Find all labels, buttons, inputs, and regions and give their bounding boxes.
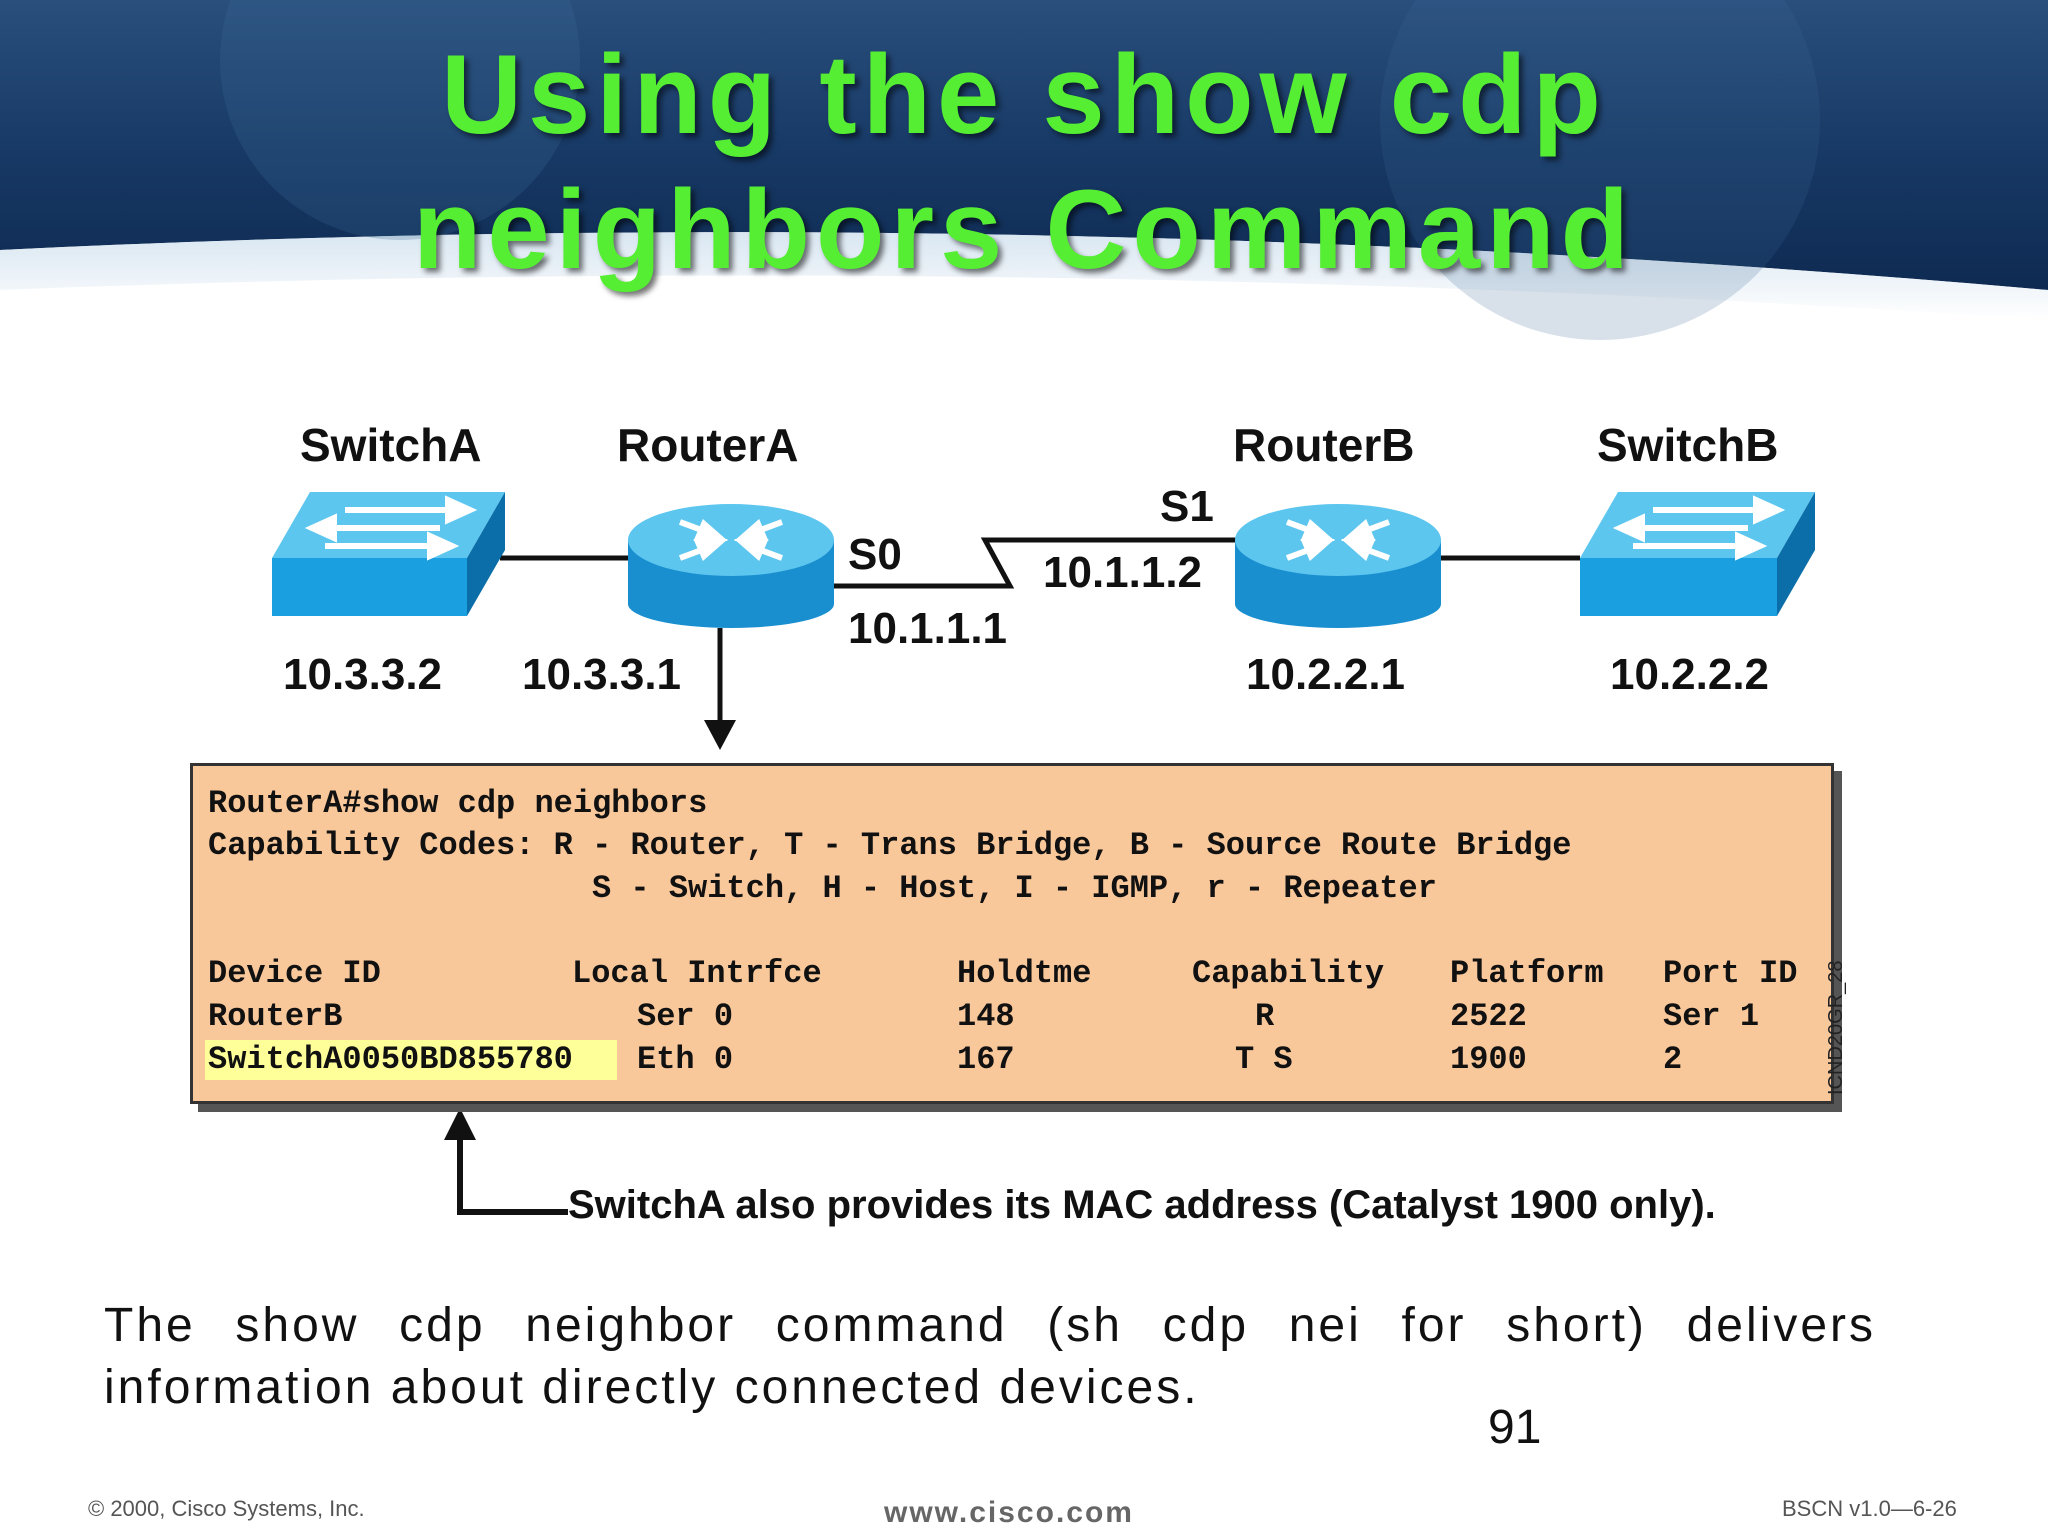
footer-url: www.cisco.com — [884, 1496, 1134, 1529]
switch-icon — [1580, 492, 1815, 616]
table-row-1-local-interface: Ser 0 — [637, 998, 734, 1035]
interface-s1: S1 — [1160, 482, 1214, 531]
description-text: The show cdp neighbor command (sh cdp ne… — [104, 1299, 1876, 1414]
device-label-routerb: RouterB — [1233, 419, 1415, 471]
output-prompt: RouterA#show cdp neighbors — [208, 785, 708, 822]
router-icon — [1235, 504, 1441, 628]
table-row-2-platform: 1900 — [1450, 1041, 1527, 1078]
device-label-switcha: SwitchA — [300, 419, 482, 471]
header-capability: Capability — [1192, 955, 1385, 992]
callout-text: SwitchA also provides its MAC address (C… — [568, 1183, 1716, 1227]
table-row-2-capability: T S — [1235, 1041, 1293, 1078]
interface-s0: S0 — [848, 530, 902, 579]
header-port-id: Port ID — [1663, 955, 1798, 992]
table-row-2-device-id: SwitchA0050BD855780 — [208, 1041, 573, 1078]
table-row-1-capability: R — [1255, 998, 1275, 1035]
serial-ip-routerb: 10.1.1.2 — [1043, 548, 1203, 597]
table-row-1-holdtime: 148 — [957, 998, 1015, 1035]
device-label-routera: RouterA — [617, 419, 799, 471]
ip-switcha: 10.3.3.2 — [283, 650, 443, 699]
header-device-id: Device ID — [208, 955, 381, 992]
output-capability-line-1: Capability Codes: R - Router, T - Trans … — [208, 827, 1572, 864]
footer-course-code: BSCN v1.0—6-26 — [1782, 1496, 1957, 1521]
router-icon — [628, 504, 834, 628]
footer-copyright: © 2000, Cisco Systems, Inc. — [88, 1496, 365, 1521]
header-holdtime: Holdtme — [957, 955, 1092, 992]
table-row-1-device-id: RouterB — [208, 998, 343, 1035]
ip-switchb: 10.2.2.2 — [1610, 650, 1770, 699]
figure-id-label: ICND20GR_28 — [1825, 960, 1847, 1095]
table-row-2-port-id: 2 — [1663, 1041, 1683, 1078]
header-platform: Platform — [1450, 955, 1604, 992]
device-label-switchb: SwitchB — [1597, 419, 1779, 471]
ip-routera: 10.3.3.1 — [522, 650, 682, 699]
page-number: 91 — [1488, 1401, 1542, 1454]
ip-routerb: 10.2.2.1 — [1246, 650, 1406, 699]
table-row-1-platform: 2522 — [1450, 998, 1527, 1035]
network-diagram — [272, 492, 1815, 1215]
title-banner — [0, 0, 2048, 380]
mac-highlight — [205, 1040, 617, 1080]
table-row-2-holdtime: 167 — [957, 1041, 1015, 1078]
output-capability-line-2: S - Switch, H - Host, I - IGMP, r - Repe… — [592, 870, 1437, 907]
serial-ip-routera: 10.1.1.1 — [848, 604, 1008, 653]
header-local-interface: Local Intrfce — [572, 955, 822, 992]
table-row-1-port-id: Ser 1 — [1663, 998, 1760, 1035]
table-row-2-local-interface: Eth 0 — [637, 1041, 734, 1078]
serial-link — [832, 537, 1240, 589]
switch-icon — [272, 492, 505, 616]
page-title-line-1: Using the show cdp — [441, 32, 1607, 157]
page-title-line-2: neighbors Command — [412, 167, 1636, 292]
